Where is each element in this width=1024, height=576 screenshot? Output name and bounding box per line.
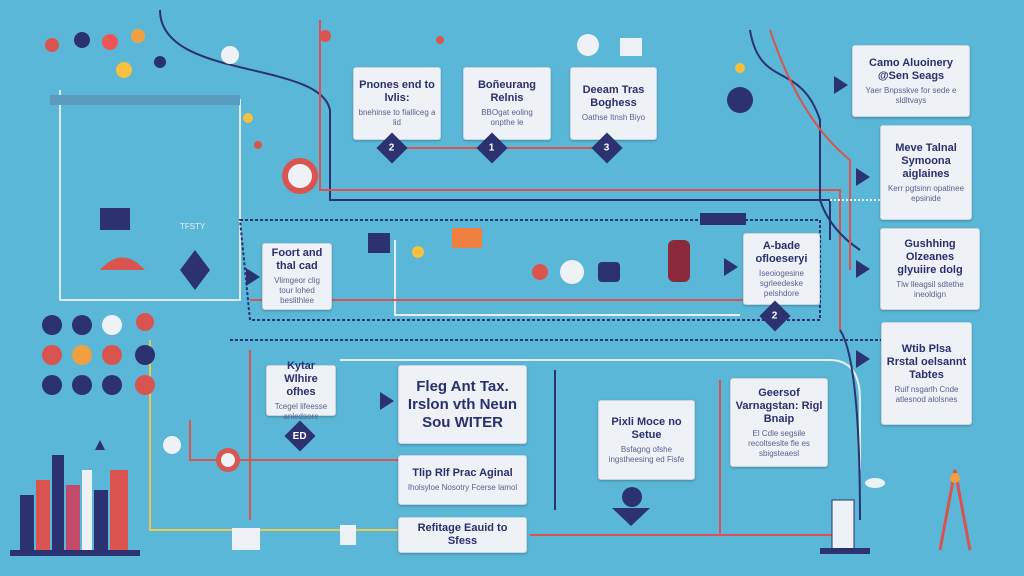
- step-title: Pnones end to lvlis:: [359, 79, 435, 104]
- step-sub: Tlw lleagsil sdtethe ineoldign: [896, 280, 964, 299]
- decorative-icons: [10, 29, 972, 556]
- step-sub: Ruif nsgarlh Cnde atlesnod alolsnes: [894, 384, 959, 404]
- step-sub: BBOgat eoling onpthe le: [481, 108, 533, 127]
- step-title: Deeam Tras Boghess: [582, 84, 645, 109]
- step-sub: bnehinse to fialliceg a lid: [358, 108, 436, 127]
- step-sub: Iholsyloe Nosotry Fcerse lamol: [407, 483, 518, 492]
- step-title: Wtib Plsa Rrstal oelsannt Tabtes: [886, 342, 967, 381]
- step-title: Fleg Ant Tax. Irslon vth Neun Sou WITER: [407, 377, 518, 431]
- step-sub: Vlimgeor clig tour lohed beslithlee: [274, 276, 320, 305]
- city-skyline-icon: [10, 455, 140, 556]
- step-sub: Bsfagng ofshe ingstheesing ed Fisfe: [608, 444, 685, 464]
- tag-label: TFSTY: [180, 222, 206, 231]
- step-box-bottom-3[interactable]: Refitage Eauid to Sfess: [398, 517, 527, 553]
- step-box-main[interactable]: Fleg Ant Tax. Irslon vth Neun Sou WITER: [398, 365, 527, 444]
- step-title: Geersof Varnagstan: Rigl Bnaip: [735, 386, 823, 425]
- step-sub: Iseoiogesine sgrleedeske pelshdore: [759, 268, 804, 298]
- step-title: Camo Aluoinery @Sen Seags: [869, 56, 953, 82]
- step-title: Meve Talnal Symoona aiglaines: [895, 141, 957, 180]
- arrow-right-icon: [380, 392, 394, 410]
- arrow-right-icon: [834, 76, 848, 94]
- step-title: Kytar Wlhire ofhes: [284, 359, 318, 398]
- step-title: Boñeurang Relnis: [477, 79, 537, 104]
- step-title: Gushhing Olzeanes glyuiire dolg: [897, 238, 963, 276]
- step-sub: Yaer Bnpsskve for sede e sldltvays: [865, 85, 957, 105]
- arrow-right-icon: [856, 260, 870, 278]
- arrow-right-icon: [724, 258, 738, 276]
- step-title: Foort and thal cad: [271, 247, 323, 272]
- step-sub: El Cdle segsile recoltseslte fle es sbig…: [748, 428, 810, 458]
- step-title: A-bade ofloeseryi: [755, 239, 808, 265]
- arrow-right-icon: [856, 168, 870, 186]
- step-sub: Kerr pgtsinn opatinee epsinide: [887, 183, 965, 203]
- arrow-right-icon: [246, 268, 260, 286]
- step-title: Pixli Moce no Setue: [611, 415, 682, 441]
- step-sub: Oathse Itnsh Biyo: [581, 113, 646, 122]
- step-title: Tlip Rlf Prac Aginal: [412, 467, 513, 479]
- step-sub: Tcegel lifeesse anledsore: [274, 401, 328, 421]
- step-title: Refitage Eauid to Sfess: [417, 522, 508, 547]
- step-box-top-1[interactable]: Pnones end to lvlis: bnehinse to fiallice…: [353, 67, 441, 140]
- arrow-right-icon: [856, 350, 870, 368]
